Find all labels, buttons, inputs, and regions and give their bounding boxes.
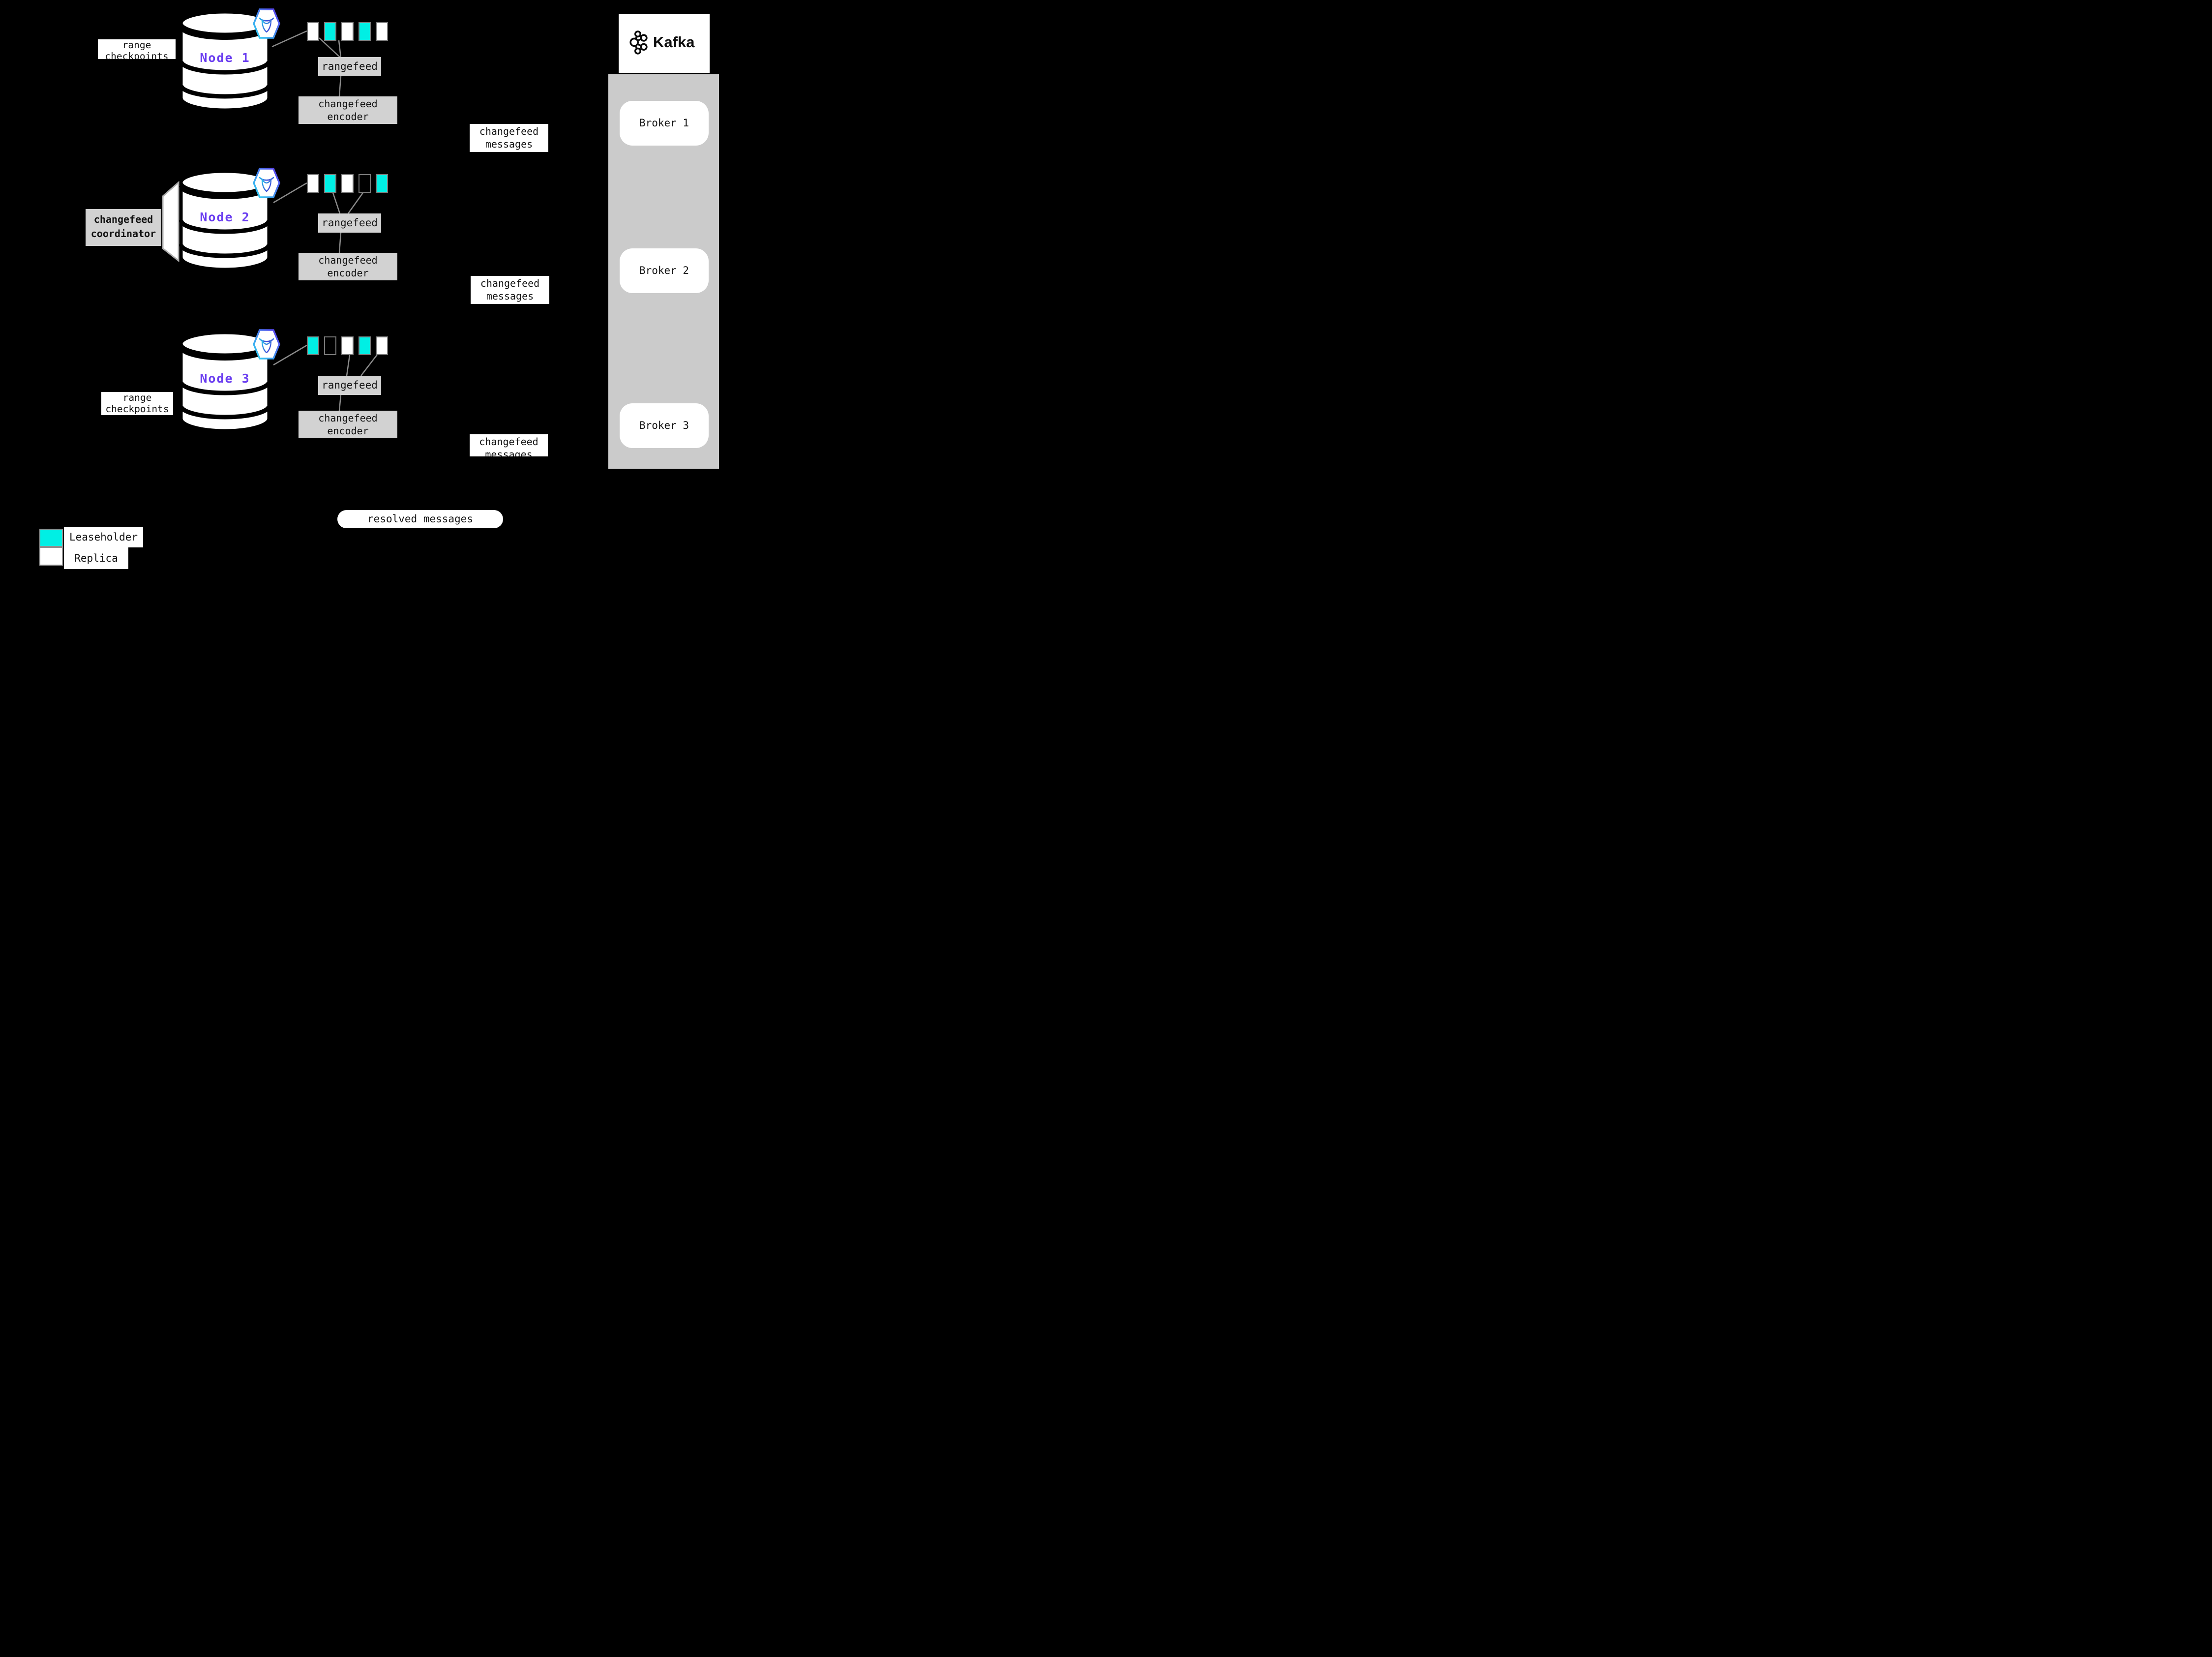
checkpoints-line1: range [122, 39, 151, 51]
legend-leaseholder-swatch [39, 529, 63, 547]
node2-label: Node 2 [200, 210, 250, 224]
range-box-replica [341, 174, 354, 193]
changefeed-messages-label-3: changefeed messages [470, 434, 548, 456]
changefeed-encoder-box-node1: changefeed encoder [299, 96, 397, 124]
coordinator-line1: changefeed [93, 213, 153, 225]
line-range3-to-rangefeed1 [338, 40, 342, 58]
broker-2: Broker 2 [620, 248, 709, 293]
range-box-leaseholder [307, 336, 319, 355]
broker-1: Broker 1 [620, 101, 709, 146]
kafka-wordmark: Kafka [653, 33, 695, 51]
kafka-logo-box: Kafka [619, 14, 710, 73]
messages-line1: changefeed [479, 436, 538, 448]
node1-label: Node 1 [200, 51, 250, 65]
checkpoints-line2: checkpoints [105, 403, 169, 415]
range-box-replica [341, 336, 354, 355]
legend-replica-swatch [39, 547, 63, 566]
encoder-line2: encoder [327, 111, 369, 122]
legend-leaseholder-label: Leaseholder [69, 531, 138, 543]
line-range2-to-rangefeed2 [332, 192, 341, 214]
coordinator-flap [162, 181, 179, 263]
encoder-line1: changefeed [318, 98, 378, 110]
line-node2-to-ranges [273, 182, 307, 204]
range-box-empty [359, 174, 371, 193]
checkpoints-line1: range [122, 392, 152, 403]
node3-label: Node 3 [200, 371, 250, 386]
messages-line1: changefeed [480, 277, 540, 289]
messages-line2: messages [485, 138, 533, 150]
line-rangefeed3-to-encoder3 [338, 394, 342, 411]
broker-3: Broker 3 [620, 403, 709, 448]
range-box-replica [307, 174, 319, 193]
changefeed-encoder-box-node3: changefeed encoder [299, 411, 397, 438]
range-box-leaseholder [324, 22, 336, 41]
encoder-line1: changefeed [318, 412, 378, 424]
line-range5-to-rangefeed3 [360, 354, 378, 376]
line-range4-to-rangefeed2 [347, 192, 364, 214]
checkpoints-line2: checkpoints [105, 51, 169, 59]
kafka-icon [629, 30, 648, 55]
changefeed-encoder-box-node2: changefeed encoder [299, 253, 397, 280]
changefeed-messages-label-1: changefeed messages [470, 124, 548, 152]
messages-line1: changefeed [479, 125, 539, 137]
range-box-empty [324, 336, 336, 355]
rangefeed-box-node1: rangefeed [318, 57, 381, 76]
node3-range-boxes [307, 336, 388, 355]
legend-replica-label: Replica [74, 552, 118, 564]
encoder-line1: changefeed [318, 254, 378, 266]
range-box-replica [341, 22, 354, 41]
legend-leaseholder-bg: Leaseholder [64, 527, 143, 547]
cockroachdb-icon [253, 329, 280, 360]
changefeed-messages-label-2: changefeed messages [471, 276, 549, 304]
range-box-replica [307, 22, 319, 41]
line-rangefeed1-to-encoder1 [338, 76, 342, 97]
encoder-line2: encoder [327, 425, 369, 437]
cockroachdb-icon [253, 168, 280, 198]
range-box-replica [376, 336, 388, 355]
node1-range-boxes [307, 22, 388, 41]
range-box-leaseholder [376, 174, 388, 193]
coordinator-line2: coordinator [90, 228, 156, 240]
resolved-messages-pill: resolved messages [337, 510, 503, 528]
node2-range-boxes [307, 174, 388, 193]
legend-replica-bg: Replica [64, 547, 128, 569]
range-box-leaseholder [359, 336, 371, 355]
line-node3-to-ranges [273, 344, 307, 366]
line-range1-to-rangefeed1 [319, 37, 341, 58]
cockroachdb-icon [253, 8, 280, 39]
line-range3-to-rangefeed3 [346, 355, 351, 376]
range-box-replica [376, 22, 388, 41]
range-box-leaseholder [324, 174, 336, 193]
line-node1-to-ranges [271, 30, 307, 48]
messages-line2: messages [486, 290, 534, 302]
connector-lines [162, 30, 722, 430]
range-checkpoints-label-node1: range checkpoints [98, 39, 176, 59]
encoder-line2: encoder [327, 267, 369, 279]
line-rangefeed2-to-encoder2 [338, 232, 342, 253]
rangefeed-box-node2: rangefeed [318, 213, 381, 233]
changefeed-coordinator-box: changefeed coordinator [86, 209, 161, 246]
range-box-leaseholder [359, 22, 371, 41]
messages-line2: messages [485, 449, 533, 456]
range-checkpoints-label-node3: range checkpoints [101, 392, 173, 415]
diagram-canvas: range checkpoints range checkpoints chan… [0, 0, 771, 577]
rangefeed-box-node3: rangefeed [318, 376, 381, 395]
gray-connectors [271, 30, 378, 411]
